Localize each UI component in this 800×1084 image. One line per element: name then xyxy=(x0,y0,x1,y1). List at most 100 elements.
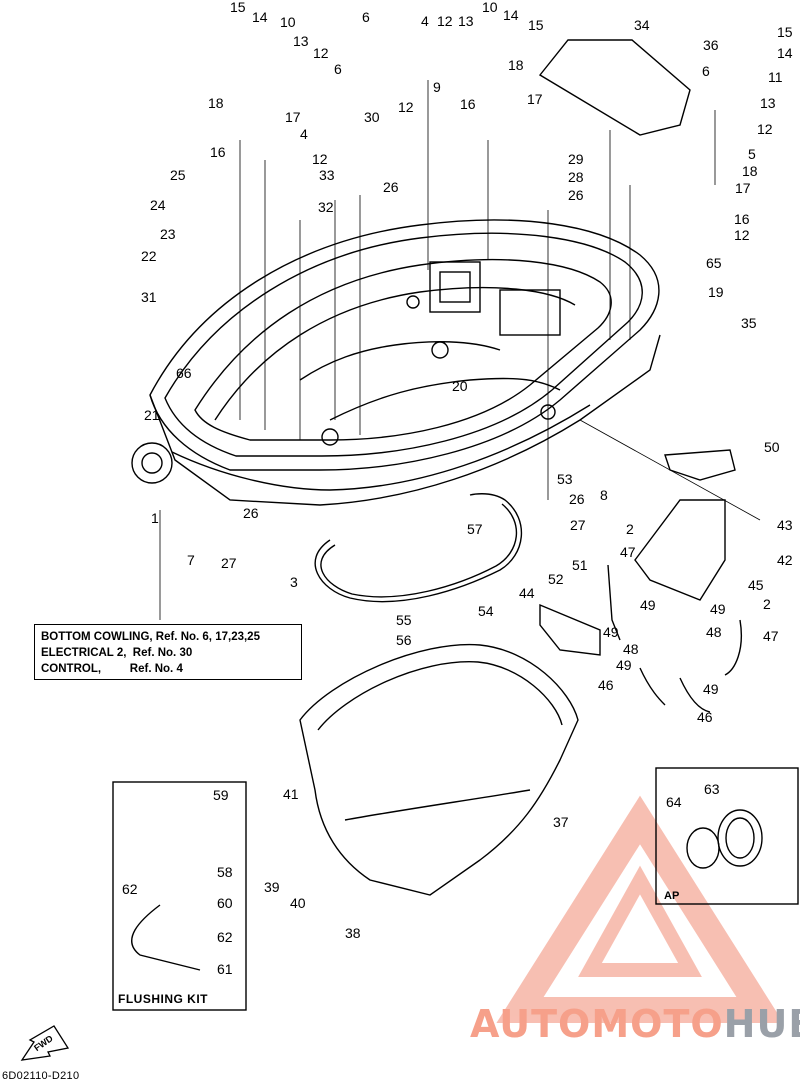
part-label-26: 26 xyxy=(383,179,399,195)
part-label-38: 38 xyxy=(345,925,361,941)
part-label-18: 18 xyxy=(208,95,224,111)
part-label-13: 13 xyxy=(458,13,474,29)
part-label-26: 26 xyxy=(568,187,584,203)
part-label-21: 21 xyxy=(144,407,160,423)
part-label-66: 66 xyxy=(176,365,192,381)
part-label-18: 18 xyxy=(508,57,524,73)
hose-shape xyxy=(639,667,666,706)
air-intake-shape xyxy=(538,39,691,136)
cowling-cover-shape xyxy=(299,643,579,896)
reference-note-line: ELECTRICAL 2, Ref. No. 30 xyxy=(41,647,193,659)
part-label-13: 13 xyxy=(293,33,309,49)
part-label-25: 25 xyxy=(170,167,186,183)
part-label-27: 27 xyxy=(221,555,237,571)
part-label-11: 11 xyxy=(768,69,783,85)
part-label-1: 1 xyxy=(151,510,159,526)
part-label-59: 59 xyxy=(213,787,229,803)
part-label-46: 46 xyxy=(598,677,614,693)
part-label-17: 17 xyxy=(285,109,301,125)
part-label-19: 19 xyxy=(708,284,724,300)
part-label-61: 61 xyxy=(217,961,233,977)
part-label-12: 12 xyxy=(437,13,453,29)
part-label-13: 13 xyxy=(760,95,776,111)
bracket-shape xyxy=(634,499,726,601)
flushing-kit-box xyxy=(112,781,247,1011)
part-label-27: 27 xyxy=(570,517,586,533)
part-label-50: 50 xyxy=(764,439,780,455)
part-label-10: 10 xyxy=(482,0,498,15)
part-label-8: 8 xyxy=(600,487,608,503)
reference-note-line: CONTROL, Ref. No. 4 xyxy=(41,663,183,675)
part-label-60: 60 xyxy=(217,895,233,911)
part-label-49: 49 xyxy=(703,681,719,697)
part-label-33: 33 xyxy=(319,167,335,183)
part-label-47: 47 xyxy=(763,628,779,644)
part-label-22: 22 xyxy=(141,248,157,264)
part-label-3: 3 xyxy=(290,574,298,590)
part-label-35: 35 xyxy=(741,315,757,331)
part-label-17: 17 xyxy=(527,91,543,107)
part-label-14: 14 xyxy=(777,45,793,61)
part-label-55: 55 xyxy=(396,612,412,628)
part-label-49: 49 xyxy=(616,657,632,673)
part-label-9: 9 xyxy=(433,79,441,95)
part-label-7: 7 xyxy=(187,552,195,568)
part-label-14: 14 xyxy=(252,9,268,25)
part-label-30: 30 xyxy=(364,109,380,125)
part-label-6: 6 xyxy=(362,9,370,25)
part-label-62: 62 xyxy=(122,881,138,897)
part-label-53: 53 xyxy=(557,471,573,487)
part-label-51: 51 xyxy=(572,557,588,573)
part-label-15: 15 xyxy=(230,0,246,15)
part-label-49: 49 xyxy=(603,624,619,640)
inset-label: AP xyxy=(664,890,680,902)
part-label-32: 32 xyxy=(318,199,334,215)
part-label-15: 15 xyxy=(777,24,793,40)
watermark-part2: HUB xyxy=(723,1002,800,1046)
part-label-24: 24 xyxy=(150,197,166,213)
part-label-49: 49 xyxy=(640,597,656,613)
part-label-62: 62 xyxy=(217,929,233,945)
part-label-40: 40 xyxy=(290,895,306,911)
part-label-34: 34 xyxy=(634,17,650,33)
part-label-16: 16 xyxy=(460,96,476,112)
part-label-31: 31 xyxy=(141,289,157,305)
part-label-29: 29 xyxy=(568,151,584,167)
watermark-part1: AUTOMOTO xyxy=(470,1002,724,1046)
part-label-12: 12 xyxy=(313,45,329,61)
part-label-54: 54 xyxy=(478,603,494,619)
part-label-64: 64 xyxy=(666,794,682,810)
part-label-43: 43 xyxy=(777,517,793,533)
part-label-39: 39 xyxy=(264,879,280,895)
flushing-kit-title: FLUSHING KIT xyxy=(118,992,208,1006)
part-label-49: 49 xyxy=(710,601,726,617)
part-label-15: 15 xyxy=(528,17,544,33)
part-label-46: 46 xyxy=(697,709,713,725)
part-label-56: 56 xyxy=(396,632,412,648)
part-label-36: 36 xyxy=(703,37,719,53)
part-label-12: 12 xyxy=(312,151,328,167)
part-label-12: 12 xyxy=(757,121,773,137)
part-label-14: 14 xyxy=(503,7,519,23)
part-label-17: 17 xyxy=(735,180,751,196)
inset-ap-box xyxy=(655,767,799,905)
part-label-16: 16 xyxy=(734,211,750,227)
drawing-code: 6D02110-D210 xyxy=(2,1070,80,1082)
part-label-2: 2 xyxy=(763,596,771,612)
part-label-23: 23 xyxy=(160,226,176,242)
part-label-48: 48 xyxy=(706,624,722,640)
fwd-arrow-icon: FWD xyxy=(20,1025,70,1061)
part-label-6: 6 xyxy=(334,61,342,77)
reference-note-box: BOTTOM COWLING, Ref. No. 6, 17,23,25 ELE… xyxy=(34,624,302,680)
part-label-12: 12 xyxy=(398,99,414,115)
part-label-58: 58 xyxy=(217,864,233,880)
part-label-10: 10 xyxy=(280,14,296,30)
leader-lines xyxy=(159,80,761,620)
watermark-logo-icon xyxy=(496,795,784,1023)
part-label-2: 2 xyxy=(626,521,634,537)
part-label-18: 18 xyxy=(742,163,758,179)
part-label-45: 45 xyxy=(748,577,764,593)
bottom-cowling-shape xyxy=(149,219,661,506)
part-label-28: 28 xyxy=(568,169,584,185)
